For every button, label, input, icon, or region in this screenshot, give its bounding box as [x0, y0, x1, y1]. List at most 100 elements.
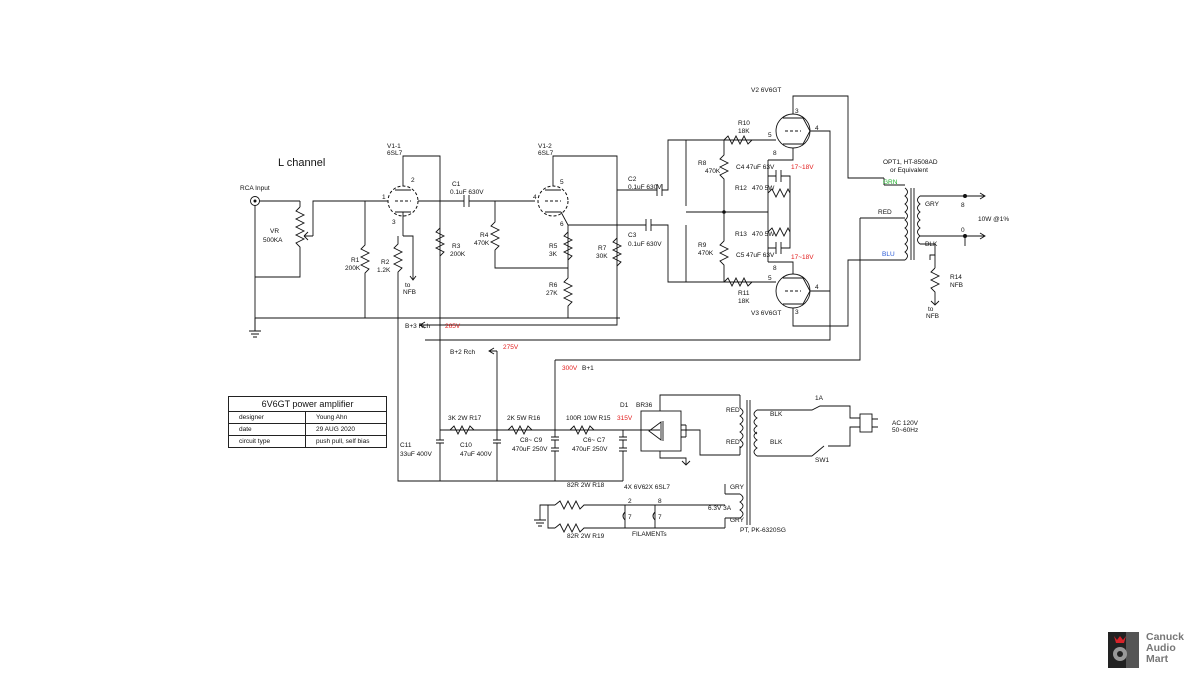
c10-value: 47uF 400V [460, 451, 492, 458]
r2-label: R2 [381, 259, 390, 266]
tube-v2 [425, 95, 884, 341]
pin-label: 8 [773, 265, 777, 272]
tube-v3 [768, 259, 884, 327]
info-key: circuit type [229, 436, 306, 447]
rca-input-label: RCA Input [240, 185, 270, 192]
r12-label: R12 [735, 185, 747, 192]
r7-value: 30K [596, 253, 608, 260]
c2-value: 0.1uF 630V [628, 184, 662, 191]
r14-value: NFB [950, 282, 963, 289]
bridge-rectifier-br36 [635, 394, 740, 466]
wire-blk-label: BLK [925, 241, 938, 248]
r8-label-value: R8 [698, 160, 707, 167]
v2-label: V2 6V6GT [751, 87, 781, 94]
c11-value: 33uF 400V [400, 451, 432, 458]
pin-label: 3 [795, 309, 799, 316]
c1-value: 0.1uF 630V [450, 189, 484, 196]
power-transformer-pt [739, 395, 860, 525]
pt-blk-label-2: BLK [770, 439, 783, 446]
speaker-icon [1108, 632, 1139, 668]
watermark-line-3: Mart [1146, 653, 1169, 665]
info-key: date [229, 424, 306, 435]
filament-ground [534, 519, 546, 527]
rectified-voltage: 315V [617, 415, 633, 422]
r5-label: R5 [549, 243, 558, 250]
pin-label: 4 [815, 284, 819, 291]
wire-gry-label: GRY [925, 201, 940, 208]
br36-label: BR36 [636, 402, 653, 409]
r11-label: R11 [738, 290, 750, 297]
fil-pin-2: 2 [628, 498, 632, 505]
r17-label: 3K 2W R17 [448, 415, 482, 422]
b1-voltage: 300V [562, 365, 578, 372]
r5-value: 3K [549, 251, 558, 258]
b1-label: B+1 [582, 365, 594, 372]
filament-6sl7: 2X 6SL7 [645, 484, 670, 491]
info-key: designer [229, 412, 306, 423]
bias-voltage-top: 17~18V [791, 164, 814, 171]
b3-voltage: 265V [445, 323, 461, 330]
r10-label: R10 [738, 120, 750, 127]
pt-gry-label: GRY [730, 484, 745, 491]
opt1-label: OPT1, HT-8508AD [883, 159, 938, 166]
filament-v6v6: 4X 6V6 [624, 484, 646, 491]
d1-label: D1 [620, 402, 629, 409]
switch-label: SW1 [815, 457, 829, 464]
pin-label: 2 [411, 177, 415, 184]
r18-label: 82R 2W R18 [567, 482, 605, 489]
info-table: 6V6GT power amplifier designer Young Ahn… [228, 396, 387, 448]
fuse-label: 1A [815, 395, 824, 402]
r12-value: 470 5W [752, 185, 775, 192]
c6-c7-label: C6~ C7 [583, 437, 606, 444]
fil-pin-7b: 7 [658, 514, 662, 521]
pin-label: 5 [560, 179, 564, 186]
filament-voltage: 6.3V 3A [708, 505, 732, 512]
pin-label: 6 [560, 221, 564, 228]
wire-red-label: RED [878, 209, 892, 216]
pt-label: PT, PK-6320SG [740, 527, 786, 534]
channel-label: L channel [278, 157, 325, 169]
rca-jack-symbol [250, 196, 260, 206]
c6-c7-value: 470uF 250V [572, 446, 608, 453]
r10-value: 18K [738, 128, 750, 135]
pin-label: 4 [815, 125, 819, 132]
c8-c9-label: C8~ C9 [520, 437, 543, 444]
pin-label: 5 [768, 132, 772, 139]
info-row: date 29 AUG 2020 [229, 424, 386, 436]
bias-voltage-bottom: 17~18V [791, 254, 814, 261]
r14-label: R14 [950, 274, 962, 281]
volume-pot-vr [255, 200, 365, 278]
c8-c9-value: 470uF 250V [512, 446, 548, 453]
power-output-label: 10W @1% [978, 216, 1009, 223]
ac-hz-label: 50~60Hz [892, 427, 918, 434]
pt-gry-label-2: GRY [730, 517, 745, 524]
vr-label: VR [270, 228, 279, 235]
ground-symbol [249, 318, 261, 338]
filaments-label: FILAMENTs [632, 531, 667, 538]
v11-type: 6SL7 [387, 150, 403, 157]
ac-plug-symbol [859, 413, 878, 433]
r7-label: R7 [598, 245, 607, 252]
fil-pin-7: 7 [628, 514, 632, 521]
watermark-line-2: Audio [1146, 642, 1176, 654]
r16-label: 2K 5W R16 [507, 415, 541, 422]
r9-label: R9 [698, 242, 707, 249]
c3-value: 0.1uF 630V [628, 241, 662, 248]
b3-label: B+3 Rch [405, 323, 430, 330]
to-nfb-out-a: to [928, 306, 934, 313]
wire-grn-label: GRN [883, 179, 898, 186]
info-value: push pull, self bias [316, 438, 370, 445]
pt-blk-label: BLK [770, 411, 783, 418]
to-nfb-label-b: NFB [403, 289, 416, 296]
to-nfb-label-a: to [405, 282, 411, 289]
r9-value: 470K [698, 250, 714, 257]
pin-label: 4 [533, 194, 537, 201]
r1-label: R1 [351, 257, 360, 264]
r6-label: R6 [549, 282, 558, 289]
v12-type: 6SL7 [538, 150, 554, 157]
c1-label: C1 [452, 181, 461, 188]
tube-v1-1 [365, 155, 441, 318]
r2-value: 1.2K [377, 267, 391, 274]
info-row: circuit type push pull, self bias [229, 436, 386, 447]
